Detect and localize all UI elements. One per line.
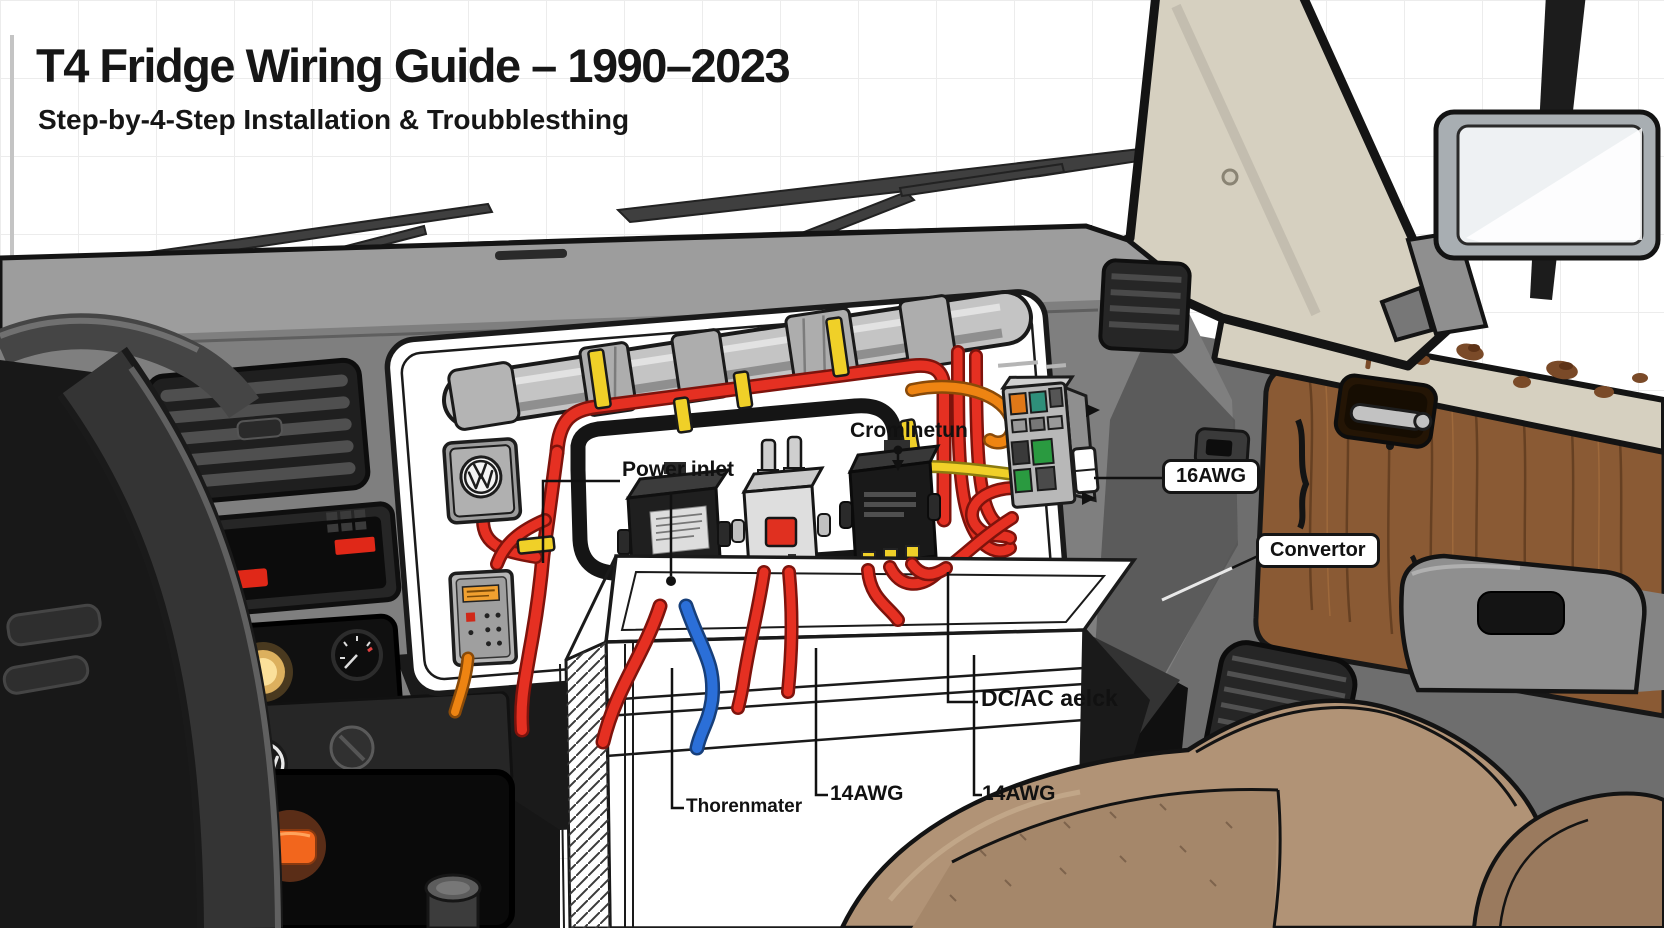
defrost-slot <box>495 248 568 261</box>
controller-button <box>465 612 476 622</box>
steering-wheel <box>0 313 283 928</box>
seat-bolster <box>1471 791 1664 928</box>
wiper-arm-link <box>898 162 1066 198</box>
radio-display-bar2 <box>334 536 376 555</box>
side-mirror <box>1433 109 1661 261</box>
right-air-vent <box>1098 258 1192 354</box>
leader-arrowhead-distribution <box>892 460 904 471</box>
leader-lines <box>541 452 1259 810</box>
controller-module <box>448 568 518 667</box>
fridge-lid-seams <box>605 666 1085 758</box>
dash-right-slope <box>1095 330 1238 700</box>
leader-dot-power <box>666 576 676 586</box>
mirror-shine <box>1466 128 1642 242</box>
leader-convertor-dark <box>1231 554 1259 570</box>
distribution-red-wire-3 <box>907 559 951 579</box>
mini-gauge-needle <box>344 654 358 669</box>
seat-speckles <box>949 803 1233 902</box>
relay-reset-button <box>764 516 798 548</box>
leader-power-inlet <box>541 479 620 563</box>
seat-insert <box>912 789 1278 928</box>
callout-thermostat: Thorenmater <box>686 796 803 817</box>
armrest-grip-hole <box>1477 591 1565 635</box>
relay-red-wire-2 <box>783 567 797 697</box>
leader-dcac <box>946 572 978 704</box>
controller-orange-wire <box>451 654 472 716</box>
center-air-vent <box>145 357 371 507</box>
dash-side-recess <box>1193 427 1251 469</box>
mini-gauge <box>331 629 383 681</box>
leader-convertor-light <box>1161 566 1233 602</box>
a-pillar-shade <box>1171 3 1321 317</box>
callout-power-inlet: Power inlet <box>622 458 735 481</box>
pointer-arrow-top <box>1086 404 1100 417</box>
leader-dot-distribution <box>893 445 903 455</box>
callout-14awg-right: 14AWG <box>982 782 1056 805</box>
rust-spots-dark <box>1468 344 1573 370</box>
wheel-spoke2 <box>2 655 90 695</box>
door-handle <box>1333 373 1438 449</box>
wheel-rim <box>62 350 276 928</box>
radio-keypad <box>326 509 367 533</box>
callout-convertor: Convertor <box>1256 533 1380 568</box>
fuses <box>1008 386 1064 494</box>
wiper-blade-right <box>615 146 1161 224</box>
seat <box>839 698 1664 928</box>
vw-relay-box <box>442 437 523 525</box>
windowsill <box>1210 314 1664 456</box>
page-subtitle: Step-by-4-Step Installation & Troubblest… <box>38 104 630 135</box>
vent-slider <box>236 417 283 441</box>
page-title: T4 Fridge Wiring Guide – 1990–2023 <box>36 39 791 92</box>
leader-14awg-right <box>972 655 982 797</box>
drop-wires <box>448 557 953 756</box>
distribution-red-wire-1 <box>863 565 903 625</box>
wheel-spoke <box>6 603 102 647</box>
power-inlet-blue-wire <box>681 601 718 753</box>
pipe-end-cap <box>447 361 521 431</box>
wood-crack <box>1295 418 1310 530</box>
armrest <box>1399 553 1664 695</box>
leader-14awg-left <box>814 648 828 797</box>
wheel-hub-area <box>0 360 240 928</box>
callout-16awg: 16AWG <box>1162 459 1261 494</box>
pointer-arrow-bottom <box>1082 492 1096 505</box>
leader-thermostat <box>670 668 684 810</box>
power-inlet-red-wire <box>598 601 665 747</box>
controller-display <box>461 584 501 603</box>
callout-14awg-left: 14AWG <box>830 782 904 805</box>
relay-red-wire-1 <box>733 567 769 713</box>
wheel-top-arc <box>0 313 259 419</box>
fridge-side-hatch <box>566 642 610 928</box>
callout-dc-ac-block: DC/AC aelck <box>981 685 1118 711</box>
mirror-mount-fin <box>1379 285 1435 343</box>
pillar-screw <box>1221 168 1239 186</box>
distribution-module <box>839 440 941 568</box>
callout-distribution-box: Cromlnetun <box>850 419 968 442</box>
